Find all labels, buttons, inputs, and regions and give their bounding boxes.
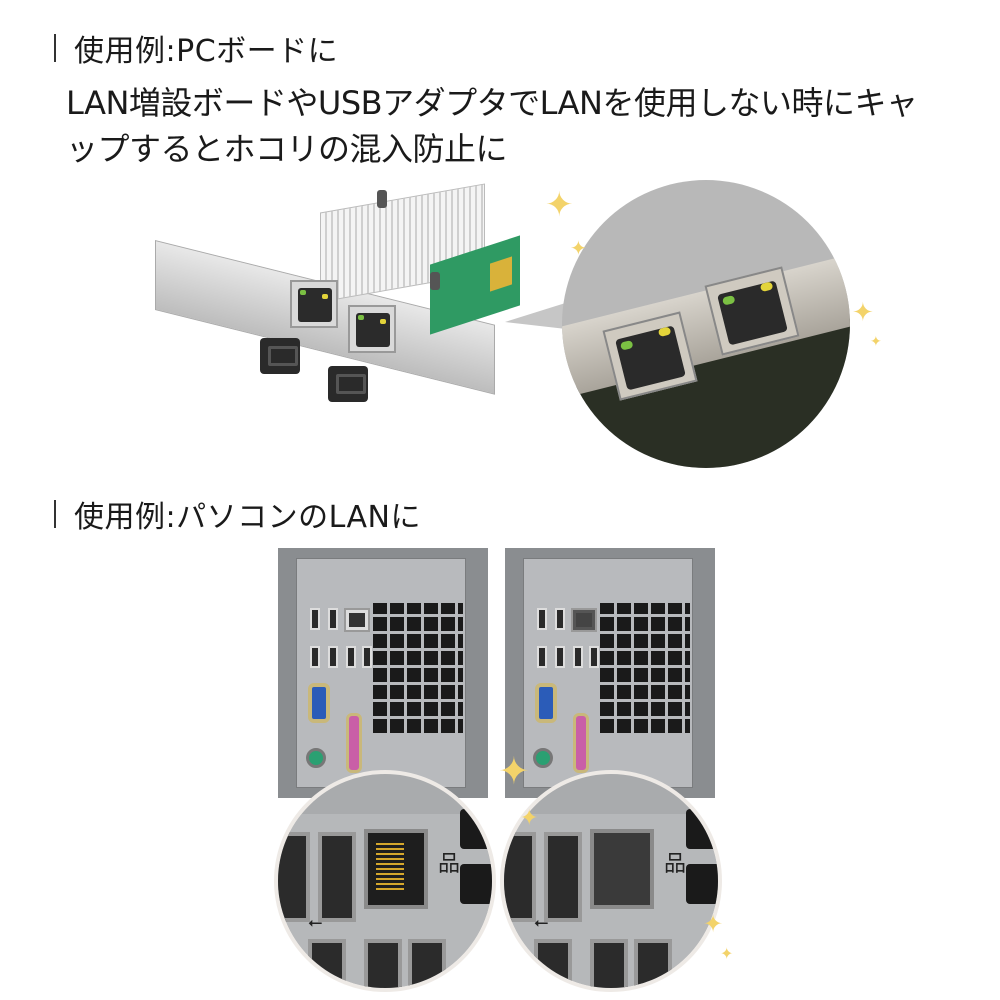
lan-port-capped — [571, 608, 597, 632]
parallel-port — [573, 713, 589, 773]
rj45-port — [290, 280, 338, 328]
sparkle-icon: ✦ — [570, 236, 587, 260]
zoom-circle-board — [562, 180, 850, 468]
zoom-circle-lan-capped: 品 ⭠ — [500, 770, 722, 992]
ps2-port — [306, 748, 326, 768]
vent-grille — [373, 603, 463, 733]
usb-icon: ⭠ — [308, 912, 323, 933]
rj45-port — [348, 305, 396, 353]
sparkle-icon: ✦ — [852, 298, 874, 328]
screw-icon — [430, 272, 440, 290]
dust-cap — [328, 366, 368, 402]
rj45-port-open — [364, 829, 428, 909]
sparkle-icon: ✦ — [498, 749, 530, 793]
ps2-port — [533, 748, 553, 768]
zoom-circle-lan-open: 品 ⭠ — [274, 770, 496, 992]
section-heading-pc-lan: 使用例:パソコンのLANに — [54, 492, 421, 536]
sparkle-icon: ✦ — [703, 910, 724, 938]
network-icon: 品 — [438, 852, 461, 877]
lan-board-image — [140, 180, 520, 470]
heading-text: 使用例:PCボードに — [74, 34, 339, 69]
rj45-dust-cap — [590, 829, 654, 909]
parallel-port — [346, 713, 362, 773]
screw-icon — [377, 190, 387, 208]
network-icon: 品 — [664, 852, 687, 877]
dust-cap — [260, 338, 300, 374]
heading-bar — [54, 34, 56, 62]
sparkle-icon: ✦ — [545, 185, 574, 225]
heading-bar — [54, 500, 56, 528]
pc-rear-after — [505, 548, 715, 798]
vga-port — [535, 683, 557, 723]
sparkle-icon: ✦ — [720, 944, 734, 963]
pc-rear-before — [278, 548, 488, 798]
vent-grille — [600, 603, 690, 733]
description-text: LAN増設ボードやUSBアダプタでLANを使用しない時にキャップするとホコリの混… — [66, 84, 918, 168]
usb-icon: ⭠ — [534, 912, 549, 933]
sparkle-icon: ✦ — [870, 334, 882, 350]
sparkle-icon: ✦ — [520, 806, 539, 831]
heading-text: 使用例:パソコンのLANに — [74, 500, 421, 535]
lan-port-open — [344, 608, 370, 632]
section-heading-pc-board: 使用例:PCボードに — [54, 26, 338, 70]
vga-port — [308, 683, 330, 723]
